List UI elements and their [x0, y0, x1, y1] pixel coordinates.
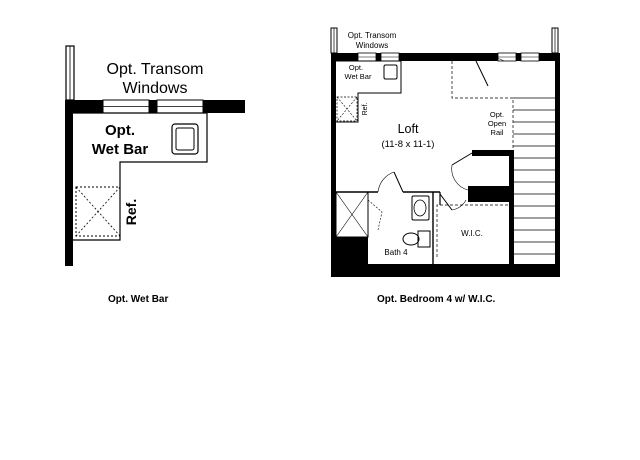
top-wall	[65, 100, 245, 113]
closet-wall	[509, 150, 514, 264]
wet-bar-plan: Opt. Transom Windows Opt. Wet Bar Ref.	[65, 45, 245, 266]
right-wall	[555, 53, 560, 277]
sink-icon	[383, 64, 398, 80]
closet-shelving	[436, 204, 508, 257]
bedroom-plan: Opt. Transom Windows Opt. Wet Bar Ref. L…	[330, 27, 560, 277]
wet-bar-label: Wet Bar	[345, 72, 372, 81]
loft-size-label: (11-8 x 11-1)	[382, 139, 435, 150]
loft-name-label: Loft	[398, 122, 419, 136]
wet-bar-caption: Opt. Wet Bar	[108, 294, 169, 305]
toilet-icon	[402, 230, 431, 248]
fridge-label: Ref.	[362, 103, 369, 116]
door-swing-icon	[451, 152, 473, 191]
sink-icon	[411, 195, 430, 221]
wet-bar-label: Opt.	[105, 122, 135, 139]
open-rail-label: Opt.	[490, 110, 504, 119]
left-wall	[65, 100, 73, 266]
transom-label: Opt. Transom	[107, 61, 204, 78]
transom-window	[357, 52, 377, 62]
bedroom-caption: Opt. Bedroom 4 w/ W.I.C.	[377, 294, 496, 305]
closet-label: W.I.C.	[461, 229, 483, 238]
transom-label: Windows	[356, 41, 388, 50]
transom-window	[380, 52, 400, 62]
transom-window	[102, 99, 150, 114]
open-rail-label: Rail	[491, 128, 504, 137]
wet-bar-counter	[336, 60, 402, 123]
sink-icon	[171, 123, 199, 155]
refrigerator-icon	[336, 96, 358, 122]
closet-wall	[468, 186, 513, 202]
top-wall	[331, 53, 560, 61]
wet-bar-label: Wet Bar	[92, 141, 149, 158]
door-swing-icon	[439, 193, 467, 211]
transom-label: Opt. Transom	[348, 31, 397, 40]
refrigerator-icon	[75, 186, 121, 237]
bottom-wall	[331, 264, 560, 277]
open-rail-label: Open	[488, 119, 506, 128]
transom-window	[520, 52, 540, 62]
transom-label: Windows	[123, 80, 188, 97]
linen-chase	[336, 237, 368, 264]
transom-window	[156, 99, 204, 114]
fridge-label: Ref.	[123, 199, 139, 225]
door-swing-icon	[475, 57, 505, 87]
left-wall	[331, 53, 336, 277]
closet-wall	[472, 150, 513, 156]
wet-bar-label: Opt.	[349, 63, 363, 72]
bath-label: Bath 4	[384, 248, 408, 257]
transom-window	[497, 52, 517, 62]
staircase	[513, 97, 555, 255]
shower-icon	[335, 191, 383, 238]
wet-bar-counter	[73, 112, 208, 241]
overhead-dashed-line	[451, 61, 514, 250]
door-swing-icon	[377, 171, 404, 193]
